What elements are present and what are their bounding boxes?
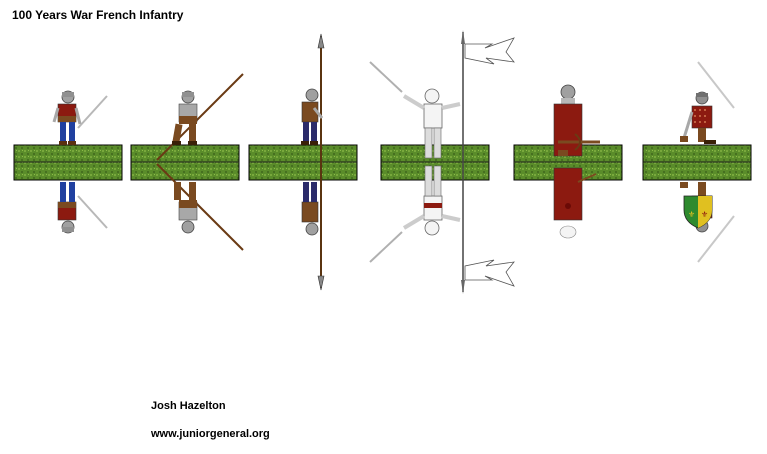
crossbowman-figure-icon [513, 84, 623, 239]
author-credit: Josh Hazelton [151, 400, 226, 412]
spearman-figure-icon [130, 73, 244, 251]
knight-banner-figure-icon [369, 30, 515, 294]
sheet-title: 100 Years War French Infantry [12, 8, 184, 22]
pikeman-figure-icon [248, 33, 358, 291]
svg-text:⚜: ⚜ [688, 210, 695, 219]
swordsman-figure-icon [13, 90, 123, 234]
kneeling-swordsman-figure-icon: ⚜ ⚜ [642, 61, 752, 263]
svg-text:⚜: ⚜ [701, 210, 708, 219]
website-credit[interactable]: www.juniorgeneral.org [151, 428, 270, 440]
